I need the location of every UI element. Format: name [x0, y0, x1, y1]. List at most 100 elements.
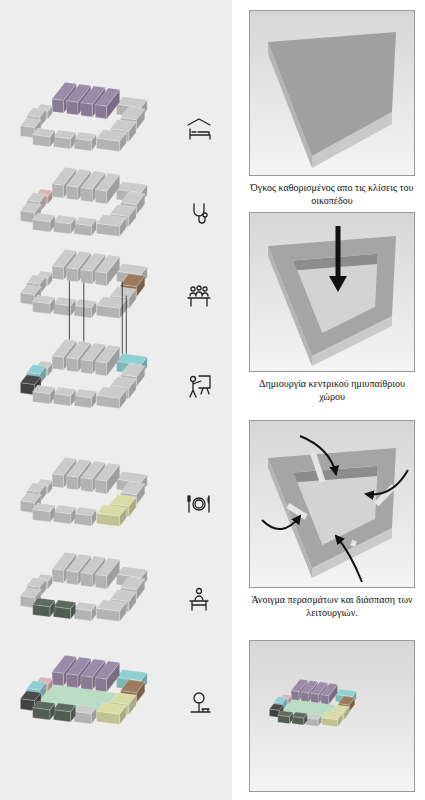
split-volume [262, 436, 408, 582]
block-top [278, 711, 293, 717]
block-front [81, 270, 93, 284]
block-top [20, 375, 41, 385]
block-top [117, 181, 148, 192]
block-front [67, 476, 79, 490]
block-top [95, 345, 119, 363]
block-top [110, 590, 136, 602]
illustration-part [188, 292, 210, 306]
block-top [74, 507, 96, 516]
block-top [27, 193, 46, 203]
building-block [53, 600, 75, 619]
courtyard-volume [268, 226, 396, 366]
block-front [52, 184, 64, 198]
passage-arrow [366, 470, 408, 495]
floor-layer [20, 82, 147, 151]
building-block [74, 389, 96, 408]
block-top [53, 703, 75, 712]
illustration-part [203, 287, 207, 291]
panel-node: Όγκος καθορισμένος απο τις κλίσεις του ο… [249, 10, 415, 207]
building-block [97, 703, 127, 725]
block-top [74, 217, 96, 226]
building-block [53, 703, 75, 722]
building-block [97, 297, 127, 319]
block-top [121, 577, 145, 590]
illustration-part [190, 596, 208, 610]
block-top [121, 482, 145, 495]
block-top [53, 297, 75, 306]
panel-caption: Άνοιγμα περασμάτων και διάσπαση των λειτ… [249, 594, 415, 619]
floor-layer [20, 167, 147, 236]
floor-layer [20, 655, 147, 724]
illustration-part [193, 498, 205, 510]
block-top [20, 118, 41, 128]
illustration-part [191, 703, 210, 712]
panel-node: Άνοιγμα περασμάτων και διάσπαση των λειτ… [249, 420, 415, 619]
block-front [81, 676, 93, 690]
block-top [27, 578, 46, 588]
block-top [95, 255, 119, 273]
building-block [97, 505, 127, 527]
block-top [274, 697, 287, 704]
block-top [110, 495, 136, 507]
block-top [97, 703, 127, 715]
block-top [95, 173, 119, 191]
block-top [110, 377, 136, 389]
block-front [95, 190, 107, 204]
building-block [95, 173, 119, 204]
block-top [292, 712, 307, 718]
building-block [292, 712, 307, 725]
block-top [53, 130, 75, 139]
block-front [67, 571, 79, 585]
illustration-part [191, 287, 195, 291]
illustration-part [268, 32, 396, 156]
building-block [33, 128, 55, 147]
building-block [33, 503, 55, 522]
panel-frame [249, 10, 415, 176]
block-front [95, 575, 107, 589]
block-top [97, 600, 127, 612]
building-block [74, 705, 96, 724]
block-front [81, 478, 93, 492]
block-front [52, 356, 64, 370]
function-icon [188, 119, 210, 139]
block-top [95, 558, 119, 576]
block-top [117, 669, 148, 680]
push-arrow-head [329, 276, 347, 292]
block-top [33, 213, 55, 222]
building-block [95, 345, 119, 376]
block-top [27, 681, 46, 691]
block-top [117, 566, 148, 577]
building-block [95, 255, 119, 286]
block-front [81, 103, 93, 117]
block-front [95, 272, 107, 286]
block-top [74, 602, 96, 611]
illustration-part [203, 213, 207, 217]
block-top [20, 493, 41, 503]
block-top [269, 704, 283, 711]
block-top [321, 683, 338, 695]
block-front [95, 105, 107, 119]
block-top [33, 295, 55, 304]
ring-top [268, 236, 396, 356]
passage-arrow [262, 516, 300, 529]
block-top [27, 365, 46, 375]
block-top [121, 107, 145, 120]
site-volume [268, 32, 396, 168]
panel-caption: Όγκος καθορισμένος απο τις κλίσεις του ο… [249, 182, 415, 207]
block-top [117, 263, 148, 274]
block-front [52, 266, 64, 280]
block-top [74, 299, 96, 308]
block-top [27, 483, 46, 493]
function-icon [188, 496, 209, 512]
block-top [117, 96, 148, 107]
block-top [121, 192, 145, 205]
function-icon [188, 286, 210, 306]
block-top [33, 701, 55, 710]
block-front [95, 480, 107, 494]
building-block [33, 701, 55, 720]
block-top [20, 691, 41, 701]
building-block [53, 215, 75, 234]
illustration-part [191, 377, 196, 382]
